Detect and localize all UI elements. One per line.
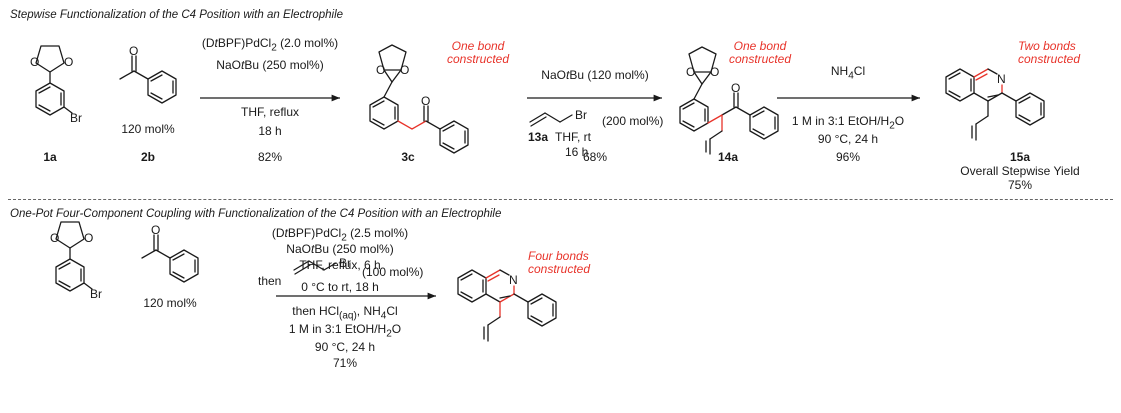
title-stepwise: Stepwise Functionalization of the C4 Pos…	[10, 9, 344, 21]
step1-catalyst: (DtBPF)PdCl2 (2.0 mol%)	[201, 36, 339, 54]
step2-reagent-label: 13a	[528, 130, 549, 144]
step1-time: 18 h	[258, 124, 282, 138]
step2-base: NaOtBu (120 mol%)	[541, 68, 649, 82]
onepot-then1: then	[258, 274, 282, 288]
step2-time: 16 h	[565, 145, 589, 159]
overall-yield-label: Overall Stepwise Yield	[960, 164, 1080, 178]
atom-o: O	[84, 231, 94, 245]
structure-onepot-aryl-bromide	[55, 221, 93, 292]
compound-label-1a: 1a	[43, 150, 57, 164]
structure-14a	[679, 46, 779, 155]
step3-reagent: NH4Cl	[830, 64, 866, 82]
atom-br: Br	[70, 111, 82, 125]
section-divider	[8, 199, 1113, 200]
structure-onepot-product	[457, 269, 557, 342]
atom-n: N	[997, 72, 1006, 86]
compound-2b-amount: 120 mol%	[121, 122, 175, 136]
structure-1a	[35, 45, 73, 116]
atom-o: O	[64, 55, 74, 69]
atom-br: Br	[90, 287, 102, 301]
structure-15a	[945, 68, 1045, 141]
title-onepot: One-Pot Four-Component Coupling with Fun…	[10, 208, 502, 220]
step1-solvent: THF, reflux	[240, 105, 300, 119]
onepot-then2: then HCl(aq), NH4Cl	[292, 304, 398, 322]
onepot-catalyst: (DtBPF)PdCl2 (2.5 mol%)	[271, 226, 409, 244]
atom-o: O	[421, 94, 431, 108]
overall-yield-value: 75%	[1007, 178, 1033, 192]
atom-br: Br	[575, 108, 587, 122]
compound-label-2b: 2b	[140, 150, 156, 164]
atom-o: O	[731, 81, 741, 95]
onepot-yield: 71%	[332, 356, 358, 370]
atom-n: N	[509, 273, 518, 287]
onepot-acetophenone-amount: 120 mol%	[143, 296, 197, 310]
atom-o: O	[400, 63, 410, 77]
step3-conditions: 90 °C, 24 h	[817, 132, 879, 146]
step2-solvent: THF, rt	[555, 130, 591, 144]
compound-label-3c: 3c	[401, 150, 415, 164]
step1-yield: 82%	[257, 150, 283, 164]
structure-onepot-acetophenone	[141, 234, 199, 283]
atom-o: O	[50, 231, 60, 245]
onepot-allyl-amount: (100 mol%)	[362, 265, 424, 279]
step3-yield: 96%	[835, 150, 861, 164]
compound-label-15a: 15a	[1009, 150, 1031, 164]
step1-base: NaOtBu (250 mol%)	[216, 58, 324, 72]
step3-solvent: 1 M in 3:1 EtOH/H2O	[791, 114, 905, 132]
step2-yield: 68%	[582, 150, 608, 164]
atom-o: O	[710, 65, 720, 79]
onepot-base: NaOtBu (250 mol%)	[286, 242, 394, 256]
atom-o: O	[376, 63, 386, 77]
structure-onepot-allyl-bromide	[293, 260, 337, 275]
atom-o: O	[30, 55, 40, 69]
atom-o: O	[686, 65, 696, 79]
atom-o: O	[151, 223, 161, 237]
structure-2b	[119, 55, 177, 104]
structure-13a	[529, 112, 573, 127]
onepot-solvent-time: THF, reflux, 6 h	[299, 258, 381, 272]
structure-3c	[369, 44, 469, 154]
step2-amount: (200 mol%)	[602, 114, 664, 128]
onepot-conditions: 90 °C, 24 h	[314, 340, 376, 354]
compound-label-14a: 14a	[717, 150, 739, 164]
onepot-temp-time: 0 °C to rt, 18 h	[301, 280, 379, 294]
atom-br: Br	[339, 256, 351, 270]
atom-o: O	[129, 44, 139, 58]
onepot-solvent: 1 M in 3:1 EtOH/H2O	[288, 322, 402, 340]
